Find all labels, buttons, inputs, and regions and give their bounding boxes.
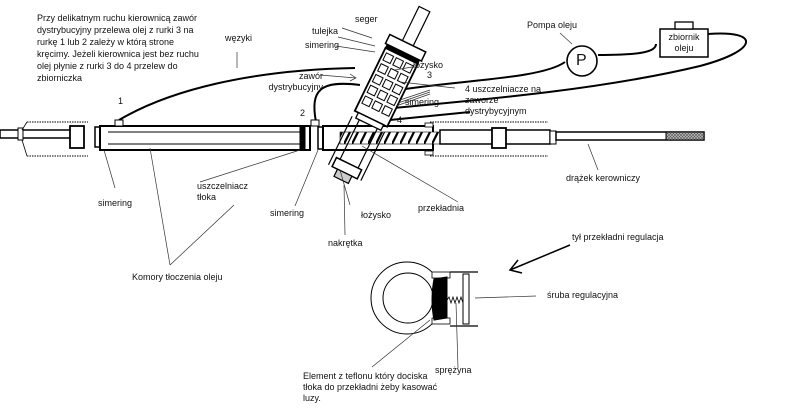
label-simering-left: simering [98,198,133,208]
label-simering-mid: simering [405,97,440,107]
label-lozysko-bottom: łożysko [361,210,392,220]
label-pompa-symbol: P [576,52,587,69]
label-uszczelniacze: 4 uszczelniacze na zaworze dystrybycyjny… [465,84,542,116]
label-zawor: zawór dystrybucyjny [268,71,323,92]
hoses [118,32,747,123]
label-nakretka: nakrętka [328,238,363,248]
label-num-3: 3 [427,70,433,80]
label-zbiornik: zbiornik oleju [668,32,700,53]
label-num-4: 4 [397,115,403,125]
hose-2 [313,82,361,123]
oil-tank [659,21,709,58]
label-lozysko-top: łożysko [413,60,444,70]
label-tyl-przekladni: tył przekładni regulacja [572,232,664,242]
description-text: Przy delikatnym ruchu kierownicą zawór d… [37,13,199,83]
label-wezyki: węzyki [225,33,253,43]
label-sprezyna: sprężyna [435,365,472,375]
label-pompa: Pompa oleju [527,20,578,30]
hose-tank-return [371,32,747,111]
label-sruba: śruba regulacyjna [547,290,619,300]
hose-pump-tank [597,43,657,56]
label-num-1: 1 [118,96,124,106]
label-simering-top: simering [305,40,340,50]
label-przekladnia: przekładnia [418,203,465,213]
label-num-2: 2 [300,108,306,118]
rack-housing [0,119,705,157]
label-seger: seger [355,14,378,24]
leader-lines [103,27,599,266]
distribution-valve [327,5,431,185]
detail-arrow [508,244,571,274]
label-simering-center: simering [270,208,305,218]
label-uszczelniacz-tloka: uszczelniacz tłoka [197,181,249,202]
label-drazek: drążek kerowniczy [566,173,641,183]
adjuster-detail [370,261,537,369]
oil-pump [559,32,598,77]
hose-1 [118,67,356,121]
label-komory: Komory tłoczenia oleju [132,272,223,282]
label-element-teflon: Element z teflonu który dociska tłoka do… [303,371,438,403]
label-tulejka: tulejka [312,26,339,36]
